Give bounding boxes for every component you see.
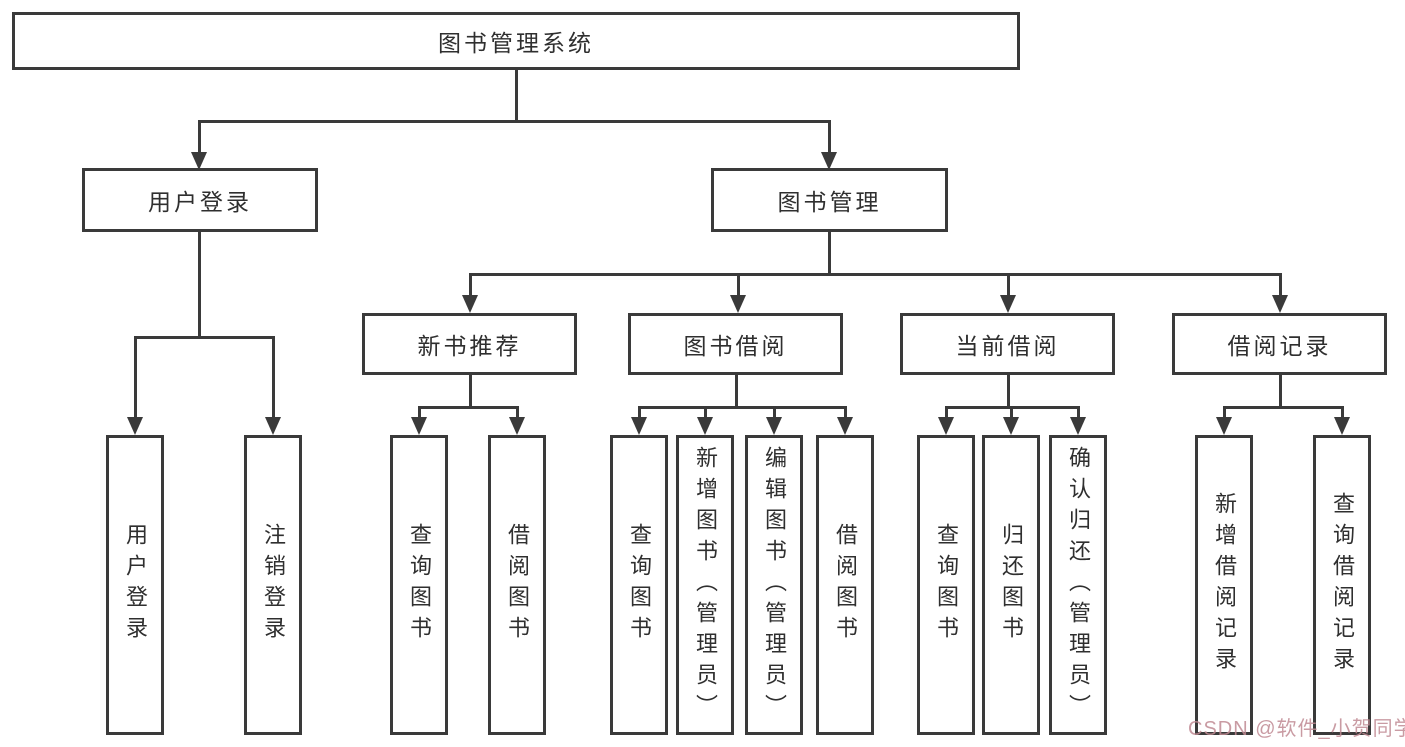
node-user-login: 用户登录: [82, 168, 318, 232]
leaf-label: 归还图书: [999, 523, 1024, 647]
node-book-borrowing: 图书借阅: [628, 313, 843, 375]
arrowhead-icon: [1272, 295, 1288, 313]
connector-trunk: [1007, 374, 1010, 408]
leaf-query-books-borrow: 查询图书: [610, 435, 668, 735]
leaf-label: 新增图书（管理员）: [693, 445, 718, 725]
connector-stem: [945, 406, 948, 419]
arrowhead-icon: [1000, 295, 1016, 313]
leaf-label: 查询图书: [407, 523, 432, 647]
connector-book-mgmt-bar: [469, 273, 1282, 276]
leaf-label: 用户登录: [123, 523, 148, 647]
arrowhead-icon: [631, 417, 647, 435]
arrowhead-icon: [462, 295, 478, 313]
leaf-query-books-recommend: 查询图书: [390, 435, 448, 735]
arrowhead-icon: [766, 417, 782, 435]
connector-stem: [773, 406, 776, 419]
connector-stem: [469, 273, 472, 297]
connector-user-login-trunk: [198, 232, 201, 338]
connector-root-trunk: [515, 70, 518, 122]
leaf-edit-book-admin: 编辑图书（管理员）: [745, 435, 803, 735]
arrowhead-icon: [191, 152, 207, 170]
connector-user-login-bar: [134, 336, 274, 339]
arrowhead-icon: [821, 152, 837, 170]
connector-bar: [1223, 406, 1344, 409]
arrowhead-icon: [938, 417, 954, 435]
connector-stem: [638, 406, 641, 419]
connector-trunk: [735, 374, 738, 408]
leaf-label: 查询图书: [934, 523, 959, 647]
leaf-confirm-return-admin: 确认归还（管理员）: [1049, 435, 1107, 735]
csdn-watermark: CSDN @软件_小贺同学: [1188, 718, 1405, 740]
arrowhead-icon: [1334, 417, 1350, 435]
node-current-borrowing: 当前借阅: [900, 313, 1115, 375]
leaf-user-login: 用户登录: [106, 435, 164, 735]
connector-bar: [638, 406, 847, 409]
node-borrowing-records: 借阅记录: [1172, 313, 1387, 375]
leaf-label: 查询图书: [627, 523, 652, 647]
connector-book-mgmt-trunk: [828, 232, 831, 275]
leaf-label: 确认归还（管理员）: [1066, 445, 1091, 725]
arrowhead-icon: [127, 417, 143, 435]
connector-stem: [737, 273, 740, 297]
leaf-return-books: 归还图书: [982, 435, 1040, 735]
connector-stem: [198, 120, 201, 154]
leaf-label: 新增借阅记录: [1212, 492, 1237, 678]
leaf-logout: 注销登录: [244, 435, 302, 735]
leaf-label: 编辑图书（管理员）: [762, 445, 787, 725]
connector-stem: [418, 406, 421, 419]
leaf-borrow-books: 借阅图书: [816, 435, 874, 735]
node-new-book-recommendation: 新书推荐: [362, 313, 577, 375]
leaf-add-book-admin: 新增图书（管理员）: [676, 435, 734, 735]
connector-stem: [1279, 273, 1282, 297]
arrowhead-icon: [837, 417, 853, 435]
connector-stem: [828, 120, 831, 154]
connector-stem: [1223, 406, 1226, 419]
connector-bar: [418, 406, 519, 409]
arrowhead-icon: [1216, 417, 1232, 435]
connector-stem: [272, 336, 275, 419]
connector-stem: [134, 336, 137, 419]
connector-stem: [1077, 406, 1080, 419]
connector-stem: [704, 406, 707, 419]
connector-stem: [844, 406, 847, 419]
arrowhead-icon: [411, 417, 427, 435]
connector-trunk: [469, 374, 472, 408]
connector-stem: [1010, 406, 1013, 419]
arrowhead-icon: [730, 295, 746, 313]
connector-stem: [1007, 273, 1010, 297]
leaf-label: 查询借阅记录: [1330, 492, 1355, 678]
leaf-add-borrow-record: 新增借阅记录: [1195, 435, 1253, 735]
connector-trunk: [1279, 374, 1282, 408]
arrowhead-icon: [1003, 417, 1019, 435]
arrowhead-icon: [1070, 417, 1086, 435]
leaf-label: 注销登录: [261, 523, 286, 647]
arrowhead-icon: [265, 417, 281, 435]
connector-root-bar: [198, 120, 831, 123]
leaf-label: 借阅图书: [833, 523, 858, 647]
node-library-management-system: 图书管理系统: [12, 12, 1020, 70]
node-book-management: 图书管理: [711, 168, 948, 232]
leaf-label: 借阅图书: [505, 523, 530, 647]
connector-stem: [516, 406, 519, 419]
leaf-query-books-current: 查询图书: [917, 435, 975, 735]
leaf-borrow-books-recommend: 借阅图书: [488, 435, 546, 735]
arrowhead-icon: [509, 417, 525, 435]
arrowhead-icon: [697, 417, 713, 435]
leaf-query-borrow-record: 查询借阅记录: [1313, 435, 1371, 735]
connector-stem: [1341, 406, 1344, 419]
